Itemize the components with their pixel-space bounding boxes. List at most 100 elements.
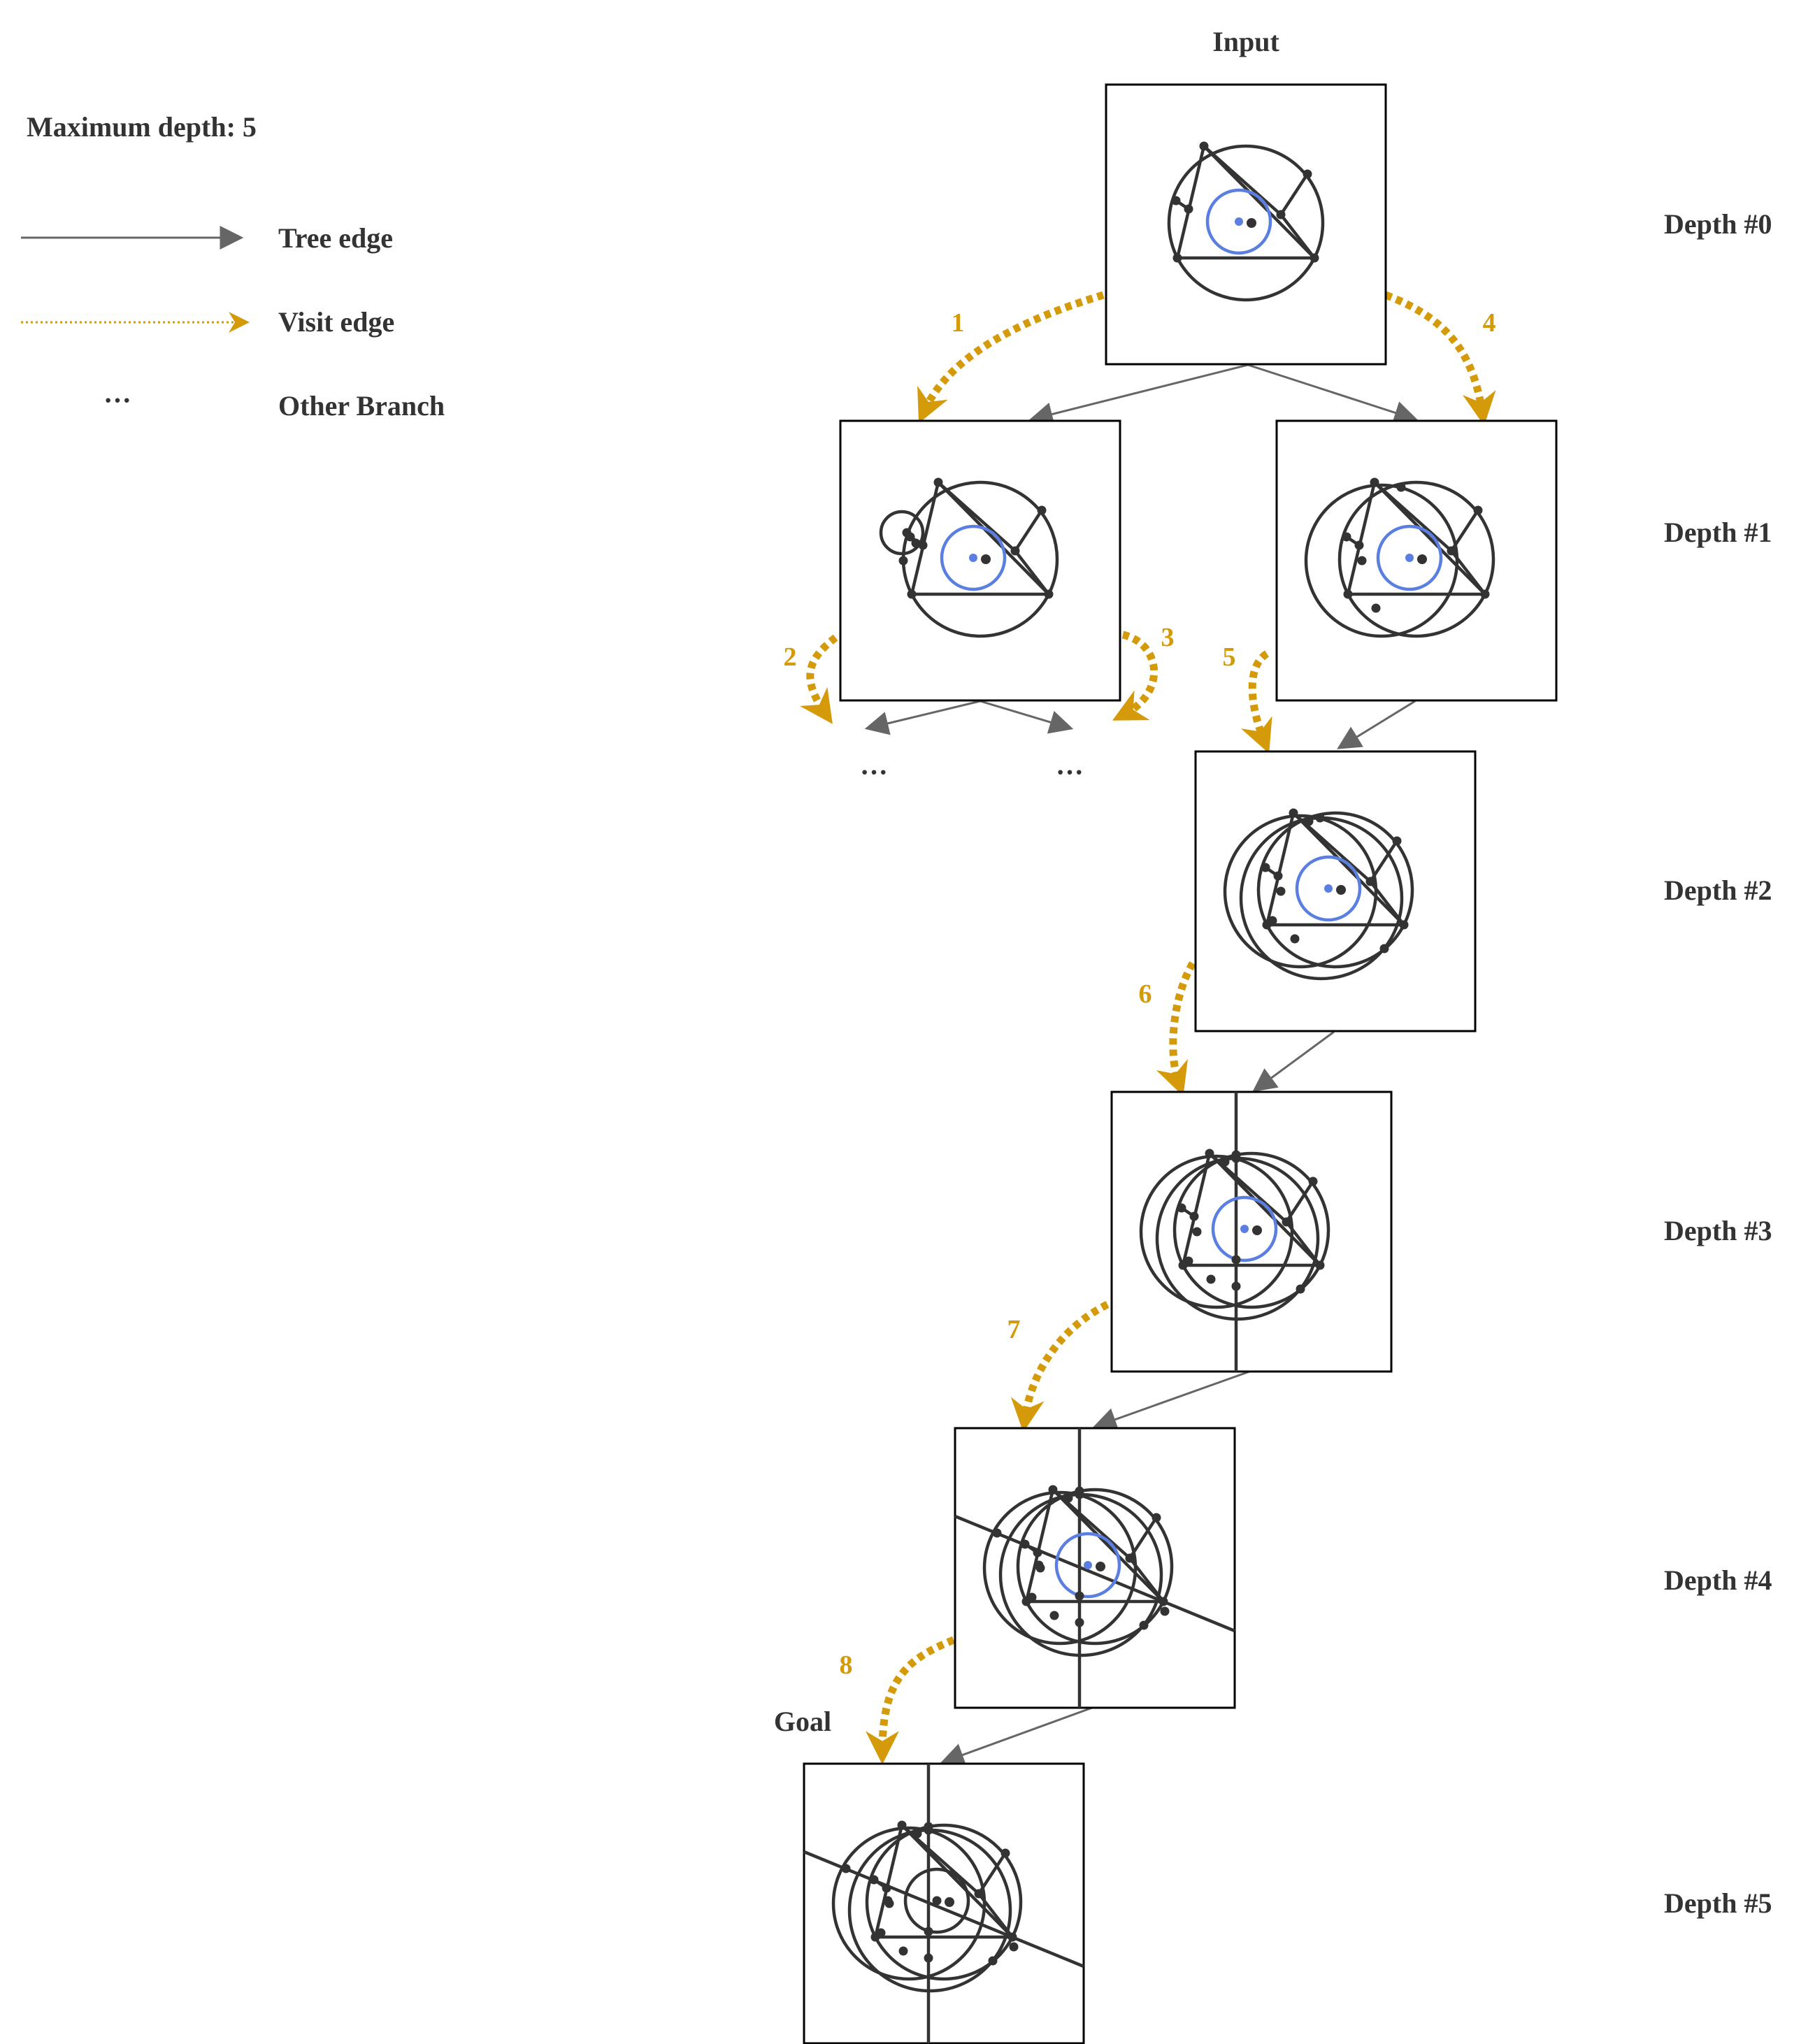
depth-label-4: Depth #4 (1664, 1564, 1772, 1596)
node-depth-5-goal (803, 1762, 1085, 2044)
tree-edge (940, 1706, 1093, 1766)
triangle (1181, 1152, 1324, 1267)
node-depth-1-left (839, 419, 1121, 702)
visit-edge-4 (1384, 291, 1496, 426)
legend: Maximum depth: 5 Tree edge Visit edge ··… (21, 111, 445, 422)
point (1343, 589, 1353, 599)
point (1473, 505, 1483, 515)
oblique-line (803, 1850, 1084, 1969)
node-frame (839, 419, 1121, 702)
point (1010, 546, 1020, 556)
visit-step-3: 3 (1161, 623, 1175, 652)
visit-edges (799, 291, 1496, 1765)
point (1037, 505, 1047, 515)
point (1033, 1548, 1042, 1557)
circumcircle (1167, 144, 1325, 302)
point (1184, 204, 1193, 214)
depth-label-1: Depth #1 (1664, 517, 1772, 548)
incircle (1376, 524, 1443, 591)
tree-edge (1092, 1369, 1252, 1431)
point (1034, 1560, 1044, 1570)
visit-edge-legend-label: Visit edge (278, 306, 394, 338)
point (1205, 1149, 1214, 1158)
visit-step-2: 2 (784, 642, 797, 672)
node-depth-1-right (1275, 419, 1558, 702)
point (1027, 1592, 1037, 1602)
point (1075, 1486, 1084, 1496)
point (1480, 589, 1490, 599)
point (1276, 210, 1286, 219)
auxiliary-circle (1304, 483, 1459, 638)
point (1158, 1597, 1168, 1606)
depth-label-2: Depth #2 (1664, 875, 1772, 906)
point (1357, 556, 1367, 566)
node-depth-3 (1110, 1091, 1393, 1373)
triangle (1346, 481, 1489, 596)
point (924, 1927, 933, 1936)
depth-label-3: Depth #3 (1664, 1215, 1772, 1246)
auxiliary-circle (1223, 814, 1378, 969)
incenter-point (1240, 1225, 1249, 1233)
incircle (1211, 1195, 1278, 1262)
visit-edge-3 (1112, 631, 1158, 721)
point (1152, 1513, 1161, 1523)
point (841, 1864, 851, 1873)
center-point (1096, 1562, 1105, 1571)
point (1273, 871, 1283, 881)
node-frame (1105, 83, 1387, 366)
point (1371, 603, 1381, 613)
incenter-point (1405, 554, 1414, 562)
point (876, 1928, 886, 1938)
triangle (910, 481, 1053, 596)
visit-step-4: 4 (1483, 308, 1496, 338)
point (1370, 477, 1379, 487)
point (1315, 813, 1325, 823)
point (1171, 196, 1181, 206)
point (1189, 1211, 1199, 1221)
point (869, 1875, 879, 1885)
node-frame (954, 1427, 1236, 1709)
visit-step-1: 1 (952, 308, 965, 338)
point (1290, 934, 1300, 944)
point (883, 1896, 893, 1906)
other-branch-ellipsis-left: ··· (860, 756, 888, 788)
point (1399, 920, 1409, 930)
oblique-line (954, 1514, 1235, 1633)
point (898, 1946, 908, 1956)
tree-edge (1028, 364, 1249, 426)
point (1139, 1620, 1149, 1630)
point (897, 1820, 907, 1830)
tree-edge (1337, 700, 1416, 749)
construction (954, 1428, 1235, 1708)
center-point (1252, 1225, 1262, 1235)
point (1075, 1618, 1084, 1627)
point (1063, 1493, 1073, 1503)
triangle (873, 1824, 1017, 1939)
point (1160, 1606, 1170, 1616)
circumcircle (1337, 480, 1495, 638)
node-depth-0-input (1105, 83, 1387, 366)
incircle (903, 1867, 970, 1934)
incircle (940, 524, 1007, 591)
incenter-point (1235, 217, 1243, 226)
point (912, 1829, 922, 1838)
point (1308, 1176, 1318, 1186)
visit-step-6: 6 (1139, 979, 1152, 1009)
point (1268, 916, 1277, 926)
point (1177, 1203, 1186, 1213)
node-depth-4 (954, 1427, 1236, 1709)
center-point (981, 554, 991, 564)
point (974, 1889, 984, 1899)
triangle (1265, 812, 1408, 927)
visit-edge-7 (1010, 1301, 1110, 1433)
point (932, 1896, 942, 1906)
point (1342, 532, 1351, 542)
point (1304, 816, 1314, 826)
node-frame (1275, 419, 1558, 702)
center-point (1417, 554, 1427, 564)
point (1007, 1932, 1017, 1942)
point (898, 556, 908, 566)
other-branch-legend-label: Other Branch (278, 390, 445, 422)
point (1289, 808, 1298, 818)
